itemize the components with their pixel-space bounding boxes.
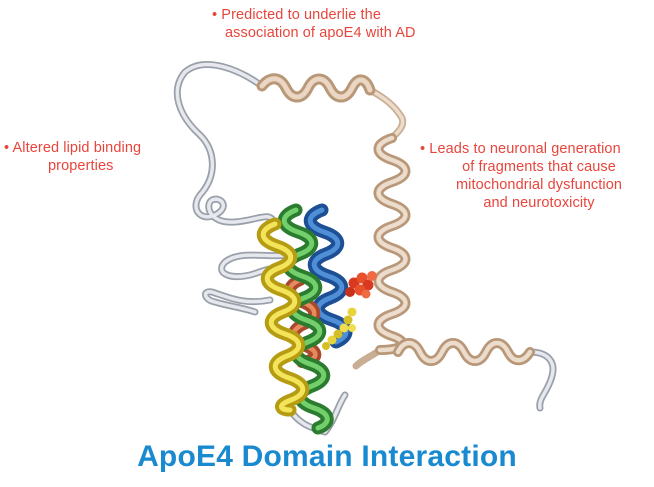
annotation-right-line2: of fragments that cause (462, 159, 616, 175)
yellow-residue-cluster (322, 307, 357, 350)
diagram-title: ApoE4 Domain Interaction (137, 440, 517, 473)
annotation-left-line1: • Altered lipid binding (4, 140, 142, 156)
annotation-right-line1: • Leads to neuronal generation (420, 141, 621, 157)
annotation-left: • Altered lipid binding properties (4, 139, 141, 175)
annotation-right-line4: and neurotoxicity (483, 195, 595, 211)
annotation-left-line2: properties (48, 158, 114, 174)
red-residue-cluster (345, 271, 377, 299)
helix-yellow (256, 217, 310, 417)
helix-tan-top (256, 73, 376, 103)
annotation-top: • Predicted to underlie the association … (212, 6, 416, 42)
annotation-right-line3: mitochondrial dysfunction (455, 177, 623, 193)
helix-blue (303, 203, 353, 349)
annotation-top-line1: • Predicted to underlie the (212, 7, 381, 23)
annotation-right: • Leads to neuronal generation of fragme… (420, 140, 654, 212)
helix-tan-bottom (393, 338, 535, 366)
helix-tan-right (373, 133, 411, 355)
annotation-top-line2: association of apoE4 with AD (225, 25, 416, 41)
coil-loops (173, 61, 557, 436)
